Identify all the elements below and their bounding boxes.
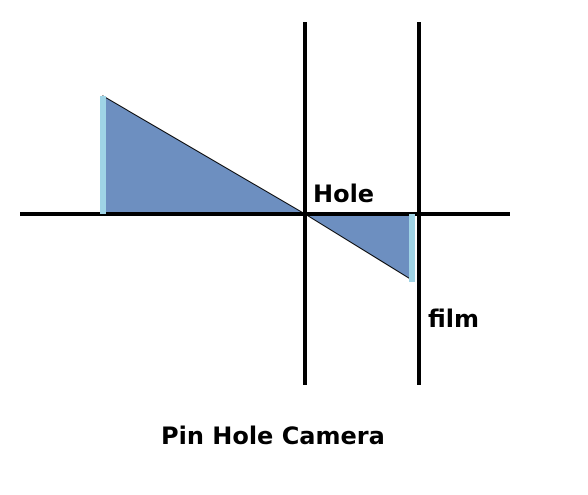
hole-label: Hole xyxy=(313,180,375,208)
diagram-caption: Pin Hole Camera xyxy=(161,422,385,450)
object-ray-triangle xyxy=(102,95,307,215)
image-ray-triangle xyxy=(303,213,413,281)
film-label: film xyxy=(428,305,480,333)
